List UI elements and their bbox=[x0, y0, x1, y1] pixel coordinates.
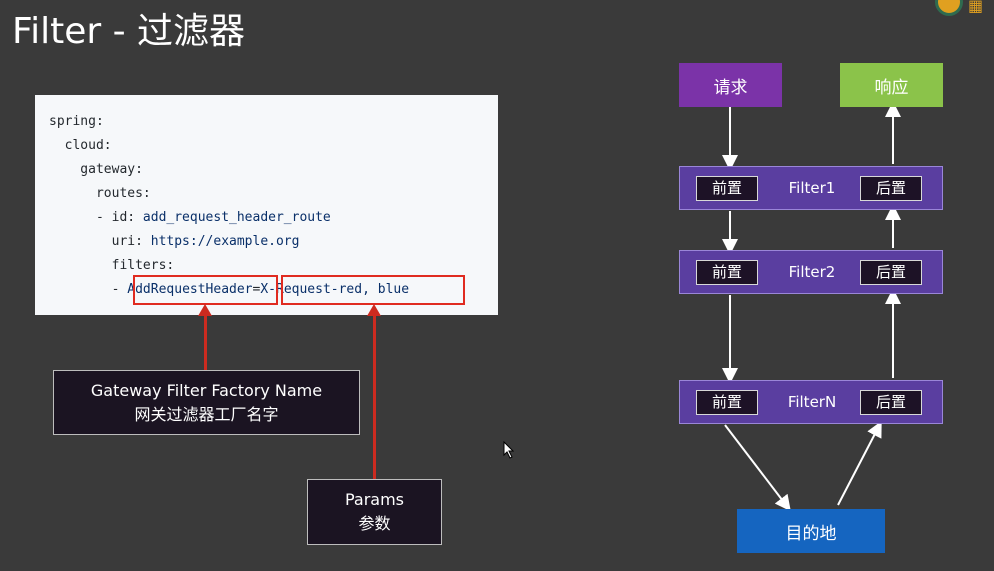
code-value: add_request_header_route bbox=[142, 210, 331, 225]
arrow-up-icon bbox=[198, 304, 212, 316]
filter-factory-name-text: AddRequestHeader bbox=[127, 282, 253, 297]
params-label: Params 参数 bbox=[307, 479, 442, 545]
code-line: uri: https://example.org bbox=[49, 233, 300, 251]
logo-mark-icon: ▦ bbox=[968, 0, 984, 15]
code-key: spring: bbox=[49, 114, 104, 129]
pre-filter-tag: 前置 bbox=[696, 260, 758, 285]
arrow-up-icon bbox=[367, 304, 381, 316]
code-line: - AddRequestHeader=X-Request-red, blue bbox=[49, 281, 409, 299]
code-panel: spring: cloud: gateway: routes: - id: ad… bbox=[35, 95, 498, 315]
pre-filter-tag: 前置 bbox=[696, 390, 758, 415]
factory-name-en: Gateway Filter Factory Name bbox=[90, 380, 323, 400]
flow-arrow-to-destination bbox=[724, 424, 791, 512]
code-line: routes: bbox=[49, 185, 151, 203]
corner-logo: ▦ bbox=[932, 0, 994, 18]
mouse-cursor-icon bbox=[503, 441, 515, 459]
post-filter-tag: 后置 bbox=[860, 390, 922, 415]
request-box: 请求 bbox=[679, 63, 782, 107]
code-key: routes: bbox=[49, 186, 151, 201]
response-box: 响应 bbox=[840, 63, 943, 107]
code-key: - id: bbox=[49, 210, 143, 225]
factory-name-label: Gateway Filter Factory Name 网关过滤器工厂名字 bbox=[53, 370, 360, 435]
code-line: - id: add_request_header_route bbox=[49, 209, 331, 227]
code-key: uri: bbox=[49, 234, 151, 249]
code-key: - bbox=[49, 282, 128, 297]
logo-circle-icon bbox=[935, 0, 963, 16]
code-line: gateway: bbox=[49, 161, 143, 179]
params-en: Params bbox=[344, 490, 405, 509]
code-value: https://example.org bbox=[150, 234, 300, 249]
code-line: filters: bbox=[49, 257, 175, 275]
code-line: cloud: bbox=[49, 137, 112, 155]
code-equals: = bbox=[252, 282, 261, 297]
code-key: gateway: bbox=[49, 162, 143, 177]
pre-filter-tag: 前置 bbox=[696, 176, 758, 201]
factory-name-arrow bbox=[204, 314, 207, 370]
filter-name: Filter1 bbox=[788, 179, 836, 197]
params-arrow bbox=[373, 314, 376, 479]
code-key: cloud: bbox=[49, 138, 112, 153]
post-filter-tag: 后置 bbox=[860, 260, 922, 285]
post-filter-tag: 后置 bbox=[860, 176, 922, 201]
filter-name: FilterN bbox=[787, 393, 837, 411]
filter-row-2: 前置 Filter2 后置 bbox=[679, 250, 943, 294]
params-zh: 参数 bbox=[358, 514, 391, 533]
filter-name: Filter2 bbox=[788, 263, 836, 281]
code-key: filters: bbox=[49, 258, 175, 273]
destination-box: 目的地 bbox=[737, 509, 885, 553]
flow-arrow-from-destination bbox=[837, 420, 882, 506]
code-line: spring: bbox=[49, 113, 104, 131]
slide-title: Filter - 过滤器 bbox=[12, 11, 246, 52]
filter-row-1: 前置 Filter1 后置 bbox=[679, 166, 943, 210]
factory-name-zh: 网关过滤器工厂名字 bbox=[134, 404, 279, 424]
filter-row-n: 前置 FilterN 后置 bbox=[679, 380, 943, 424]
filter-params-text: X-Request-red, blue bbox=[260, 282, 410, 297]
